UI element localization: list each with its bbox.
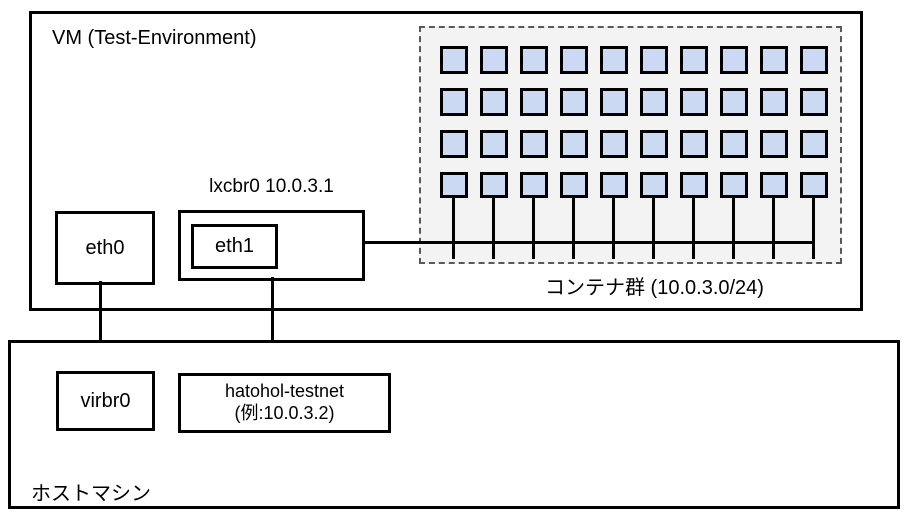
container-square (520, 172, 548, 198)
container-drop-line (812, 182, 815, 259)
lxcbr0-box: eth1 (178, 210, 365, 281)
container-drop-line (452, 182, 455, 259)
hatohol-testnet-box: hatohol-testnet (例:10.0.3.2) (178, 373, 391, 433)
container-square (800, 130, 828, 158)
lxcbr0-testnet-line (271, 277, 274, 373)
container-square (640, 88, 668, 116)
container-square (560, 88, 588, 116)
container-square (520, 88, 548, 116)
container-drop-line (572, 182, 575, 259)
container-square (760, 130, 788, 158)
container-square (600, 88, 628, 116)
container-square (720, 46, 748, 74)
eth0-box: eth0 (55, 211, 155, 285)
container-square (600, 172, 628, 198)
container-square (480, 88, 508, 116)
container-drop-line (532, 182, 535, 259)
container-drop-line (692, 182, 695, 259)
container-drop-line (732, 182, 735, 259)
container-square (680, 88, 708, 116)
container-square (680, 130, 708, 158)
container-square (800, 88, 828, 116)
container-square (560, 130, 588, 158)
container-square (680, 172, 708, 198)
container-square (440, 172, 468, 198)
eth1-box: eth1 (191, 224, 278, 269)
container-square (520, 46, 548, 74)
virbr0-label: virbr0 (80, 389, 131, 412)
container-square (600, 130, 628, 158)
container-square (720, 172, 748, 198)
container-group-box (419, 26, 842, 264)
container-square (560, 172, 588, 198)
hatohol-testnet-ip-label: (例:10.0.3.2) (234, 403, 335, 423)
host-title: ホストマシン (31, 483, 151, 505)
container-drop-line (612, 182, 615, 259)
container-square (520, 130, 548, 158)
container-square (760, 46, 788, 74)
container-square (440, 130, 468, 158)
virbr0-box: virbr0 (56, 371, 155, 431)
container-square (480, 46, 508, 74)
container-drop-line (772, 182, 775, 259)
container-group-label: コンテナ群 (10.0.3.0/24) (545, 277, 764, 299)
container-square (440, 88, 468, 116)
container-square (640, 46, 668, 74)
lxcbr0-container-bus-line (362, 241, 812, 244)
eth0-label: eth0 (85, 236, 125, 259)
container-square (640, 130, 668, 158)
container-square (640, 172, 668, 198)
container-drop-line (652, 182, 655, 259)
container-square (720, 130, 748, 158)
container-square (760, 88, 788, 116)
vm-box: VM (Test-Environment) eth0 lxcbr0 10.0.3… (29, 11, 863, 311)
host-box: virbr0 hatohol-testnet (例:10.0.3.2) ホストマ… (8, 340, 900, 509)
container-square (760, 172, 788, 198)
container-square (720, 88, 748, 116)
container-square (680, 46, 708, 74)
container-square (560, 46, 588, 74)
lxcbr0-label: lxcbr0 10.0.3.1 (209, 176, 334, 197)
container-square (600, 46, 628, 74)
eth0-virbr0-line (99, 281, 102, 371)
container-square (800, 172, 828, 198)
container-square (480, 130, 508, 158)
container-square (800, 46, 828, 74)
eth1-label: eth1 (215, 235, 254, 257)
hatohol-testnet-label: hatohol-testnet (224, 381, 345, 402)
container-drop-line (492, 182, 495, 259)
container-square (480, 172, 508, 198)
container-square (440, 46, 468, 74)
vm-title: VM (Test-Environment) (52, 27, 257, 49)
